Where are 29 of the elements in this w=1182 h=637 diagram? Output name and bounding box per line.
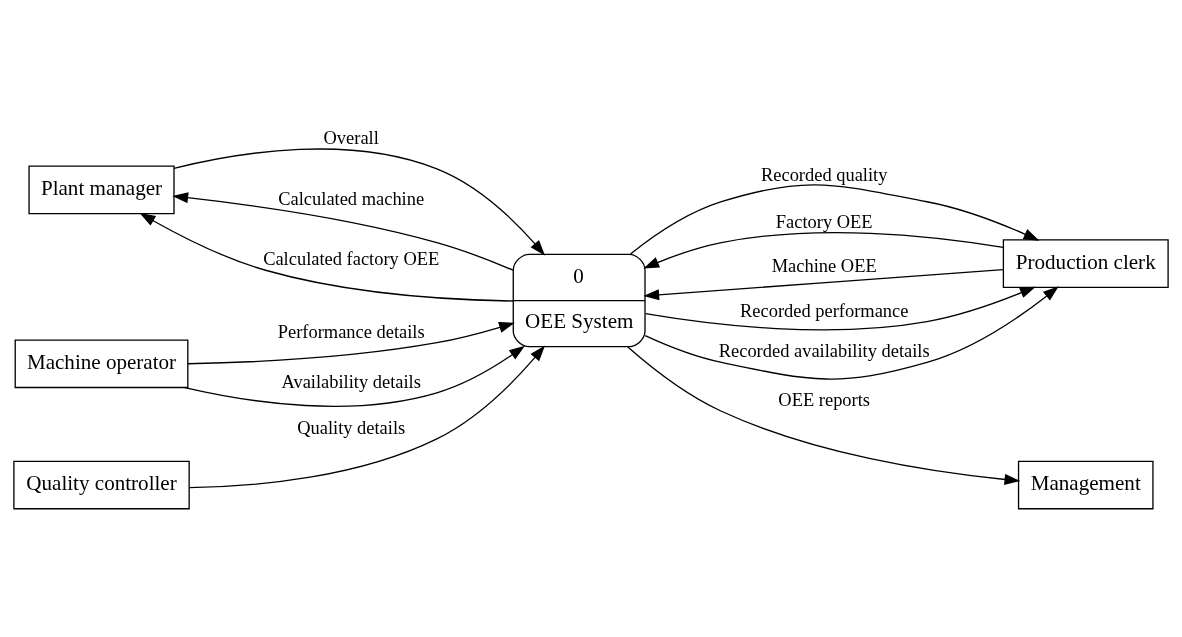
arrow [172, 191, 514, 271]
arrow [629, 183, 1040, 255]
arrow [139, 212, 514, 302]
edge-label: Calculated factory OEE [263, 248, 440, 269]
node-box: Quality controller [13, 460, 190, 509]
arrow [643, 231, 1004, 269]
edge-label: Overall [323, 127, 379, 148]
node-box: Machine operator [14, 338, 189, 388]
arrow [626, 345, 1021, 485]
arrow [644, 286, 1036, 331]
arrow [187, 321, 515, 364]
edge-label: Factory OEE [775, 211, 873, 232]
node-box: Management [1017, 460, 1154, 509]
arrow [188, 344, 546, 488]
node-box: Plant manager [28, 165, 175, 214]
edge-label: Quality details [297, 417, 406, 438]
edge-label: Calculated machine [278, 188, 425, 209]
edge-label: Recorded performance [740, 300, 909, 321]
edge-label: OEE reports [778, 389, 871, 410]
edge-label: Performance details [277, 321, 425, 342]
edge-label: Recorded quality [760, 164, 888, 185]
arrow [644, 285, 1059, 380]
arrow [643, 268, 1004, 300]
edge-label: Recorded availability details [718, 340, 930, 361]
edge-label: Availability details [281, 371, 421, 392]
node-box: Production clerk [1002, 238, 1169, 288]
edge-label: Machine OEE [771, 255, 877, 276]
arrow [173, 147, 546, 256]
arrow [184, 345, 525, 407]
